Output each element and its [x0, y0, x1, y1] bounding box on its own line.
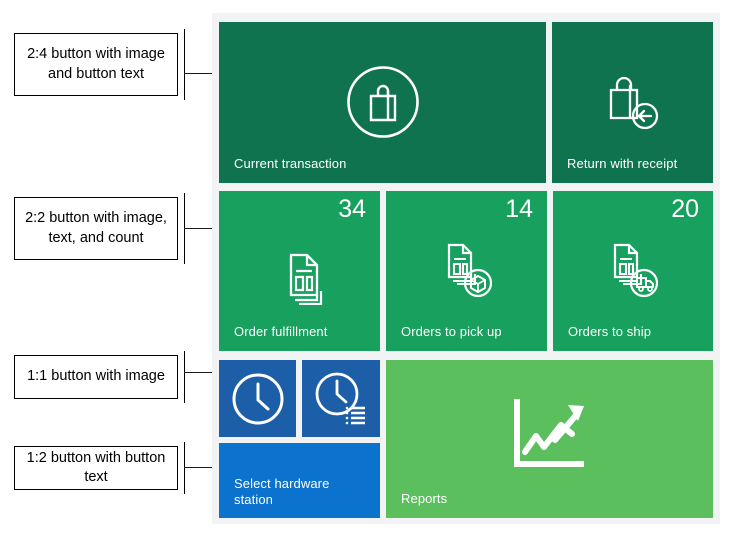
annotation-2-2-button: 2:2 button with image, text, and count — [14, 197, 178, 260]
documents-package-icon — [386, 235, 547, 307]
annotation-2-2-leader — [184, 228, 229, 230]
tile-order-fulfillment[interactable]: 34 Order fulfillment — [219, 191, 380, 351]
shopping-bag-circle-icon — [219, 58, 546, 146]
tile-label-current-transaction: Current transaction — [234, 156, 347, 172]
annotation-2-4-button: 2:4 button with image and button text — [14, 33, 178, 96]
tile-count-orders-to-ship: 20 — [671, 195, 699, 223]
annotation-1-2-button: 1:2 button with button text — [14, 446, 178, 490]
tile-label-return-with-receipt: Return with receipt — [567, 156, 678, 172]
shopping-bag-return-icon — [552, 70, 713, 136]
annotation-1-2-text: 1:2 button with button text — [26, 449, 166, 485]
tile-show-journal[interactable] — [219, 360, 296, 437]
annotation-1-1-button: 1:1 button with image — [14, 355, 178, 399]
tile-label-reports: Reports — [401, 491, 448, 507]
tile-count-orders-to-pick-up: 14 — [505, 195, 533, 223]
annotation-1-1-leader — [184, 372, 229, 374]
documents-icon — [219, 239, 380, 305]
tile-return-with-receipt[interactable]: Return with receipt — [552, 22, 713, 183]
tile-orders-to-pick-up[interactable]: 14 Orders to pick up — [386, 191, 547, 351]
annotation-1-2-leader — [184, 467, 229, 469]
growth-chart-icon — [386, 396, 713, 476]
tile-select-hardware-station[interactable]: Select hardware station — [219, 443, 380, 518]
annotation-2-2-text: 2:2 button with image, text, and count — [25, 210, 167, 246]
tile-time-clock-entries[interactable] — [302, 360, 380, 437]
tile-label-order-fulfillment: Order fulfillment — [234, 324, 328, 340]
clock-icon — [219, 369, 296, 428]
tile-count-order-fulfillment: 34 — [338, 195, 366, 223]
annotation-1-1-text: 1:1 button with image — [27, 368, 165, 385]
tile-orders-to-ship[interactable]: 20 Orders to ship — [553, 191, 713, 351]
annotation-2-4-text: 2:4 button with image and button text — [27, 46, 165, 82]
annotation-2-4-stem — [184, 29, 186, 100]
tile-reports[interactable]: Reports — [386, 360, 713, 518]
tile-current-transaction[interactable]: Current transaction — [219, 22, 546, 183]
documents-truck-icon — [553, 235, 713, 307]
tile-label-orders-to-pick-up: Orders to pick up — [401, 324, 502, 340]
button-grid-panel: Current transaction Return with receipt … — [212, 13, 720, 524]
annotation-1-1-stem — [184, 351, 186, 403]
tile-label-orders-to-ship: Orders to ship — [568, 324, 652, 340]
tile-label-select-hardware-station: Select hardware station — [234, 475, 330, 508]
annotation-2-4-leader — [184, 73, 229, 75]
clock-list-icon — [302, 369, 380, 428]
